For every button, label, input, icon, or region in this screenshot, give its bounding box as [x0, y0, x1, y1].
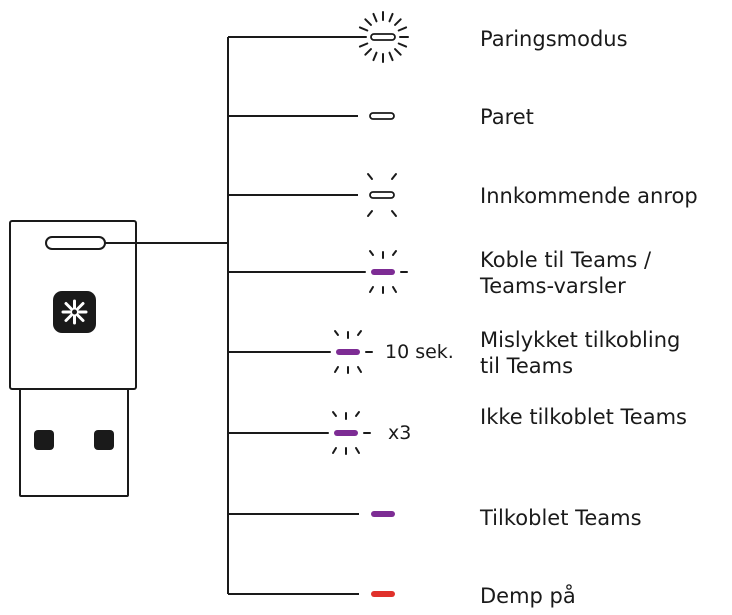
state-row-pairing-mode [228, 11, 409, 63]
state-label-teams-connected: Tilkoblet Teams [480, 505, 642, 531]
led-indicator-icon [371, 511, 395, 517]
led-indicator-icon [371, 591, 395, 597]
state-note: x3 [388, 422, 412, 444]
blink-ray [388, 12, 394, 23]
usb-connector [19, 388, 129, 497]
blink-ray [372, 12, 378, 23]
blink-ray [394, 48, 402, 56]
blink-ray [332, 447, 337, 454]
blink-ray [334, 366, 339, 373]
led-indicator-icon [369, 191, 395, 199]
blink-ray [355, 411, 360, 417]
state-label-line: Tilkoblet Teams [480, 506, 642, 530]
usb-pin-right [94, 430, 114, 450]
led-indicator-icon [370, 33, 396, 41]
blink-ray [332, 411, 337, 417]
state-label-line: Paret [480, 105, 534, 129]
usb-dongle-icon [9, 220, 137, 497]
blink-ray [391, 210, 397, 217]
blink-ray [334, 330, 339, 336]
usb-pin-left [34, 430, 54, 450]
state-rows [228, 11, 409, 597]
teams-asterisk-logo-icon [53, 291, 96, 333]
state-label-line: til Teams [480, 354, 574, 378]
blink-ray [372, 51, 378, 62]
blink-ray [388, 51, 394, 62]
state-row-connect-to-teams [228, 250, 408, 294]
state-row-teams-connection-failed [228, 330, 373, 374]
blink-ray [394, 18, 402, 26]
blink-ray [397, 26, 408, 32]
blink-ray [358, 42, 369, 48]
state-label-line: Paringsmodus [480, 27, 628, 51]
state-row-teams-connected [228, 511, 395, 517]
led-indicator-icon [336, 349, 360, 355]
state-label-paired: Paret [480, 104, 534, 130]
led-indicator-icon [334, 430, 358, 436]
state-label-line: Innkommende anrop [480, 184, 698, 208]
blink-ray [357, 330, 362, 336]
blink-ray [367, 210, 373, 217]
state-label-line: Ikke tilkoblet Teams [480, 405, 687, 429]
dongle-led-slot [45, 236, 106, 250]
state-label-pairing-mode: Paringsmodus [480, 26, 628, 52]
blink-ray [392, 250, 397, 256]
blink-ray [367, 173, 373, 180]
state-row-teams-not-connected [228, 411, 371, 455]
blink-ray [391, 173, 397, 180]
blink-ray [364, 18, 372, 26]
blink-ray [369, 286, 374, 293]
state-label-line: Koble til Teams / [480, 248, 652, 272]
blink-ray [355, 447, 360, 454]
state-label-incoming-call: Innkommende anrop [480, 183, 698, 209]
blink-ray [357, 366, 362, 373]
blink-ray [397, 42, 408, 48]
state-label-mute-on: Demp på [480, 583, 576, 609]
state-row-paired [228, 112, 395, 120]
state-row-mute-on [228, 591, 395, 597]
blink-ray [358, 26, 369, 32]
led-indicator-icon [371, 269, 395, 275]
state-label-line: Mislykket tilkobling [480, 328, 681, 352]
state-label-connect-to-teams: Koble til Teams /Teams-varsler [480, 247, 651, 299]
state-row-incoming-call [228, 173, 397, 217]
state-label-teams-not-connected: Ikke tilkoblet Teams [480, 404, 687, 430]
blink-ray [392, 286, 397, 293]
blink-ray [369, 250, 374, 256]
led-indicator-icon [369, 112, 395, 120]
state-note: 10 sek. [385, 341, 454, 363]
state-label-line: Teams-varsler [480, 274, 626, 298]
blink-ray [364, 48, 372, 56]
state-label-line: Demp på [480, 584, 576, 608]
